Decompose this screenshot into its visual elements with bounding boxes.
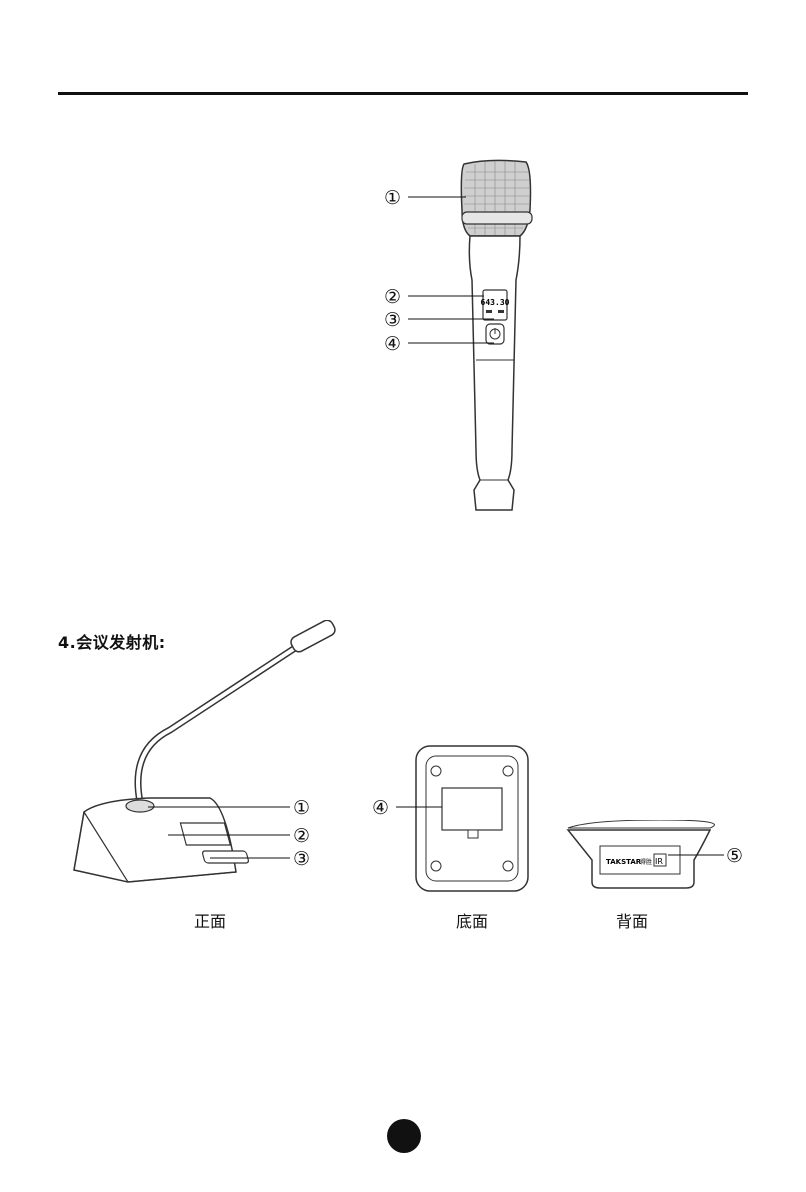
top-rule — [58, 92, 748, 95]
callout-front-1: ① — [293, 797, 310, 819]
page-number-badge — [387, 1119, 421, 1153]
caption-front: 正面 — [194, 908, 226, 932]
back-body — [568, 820, 714, 828]
brand-logo: TAKSTAR — [606, 858, 642, 866]
brand-logo-cn: 得胜 — [640, 858, 652, 866]
caption-back: 背面 — [616, 908, 648, 932]
battery-cover — [442, 788, 502, 830]
callout-bottom-4: ④ — [372, 797, 389, 819]
caption-bottom: 底面 — [456, 908, 488, 932]
callout-mic-3: ③ — [384, 309, 401, 331]
callout-back-5: ⑤ — [726, 845, 743, 867]
mic-socket — [126, 800, 154, 812]
conference-front-figure: ① ② ③ — [60, 620, 350, 900]
callout-front-3: ③ — [293, 848, 310, 870]
ir-label: IR — [655, 857, 663, 866]
gooseneck — [138, 648, 295, 802]
mic-body — [469, 236, 520, 510]
base-display — [180, 823, 230, 845]
conference-back-figure: TAKSTAR 得胜 IR ⑤ — [560, 820, 760, 900]
mic-capsule — [289, 620, 337, 654]
conference-bottom-figure: ④ — [370, 740, 550, 900]
mic-grille-ring — [462, 212, 532, 224]
handheld-mic-figure: 643.30 ① ② ③ ④ — [370, 150, 550, 520]
callout-mic-1: ① — [384, 187, 401, 209]
callout-mic-2: ② — [384, 286, 401, 308]
callout-mic-4: ④ — [384, 333, 401, 355]
mic-display-freq: 643.30 — [481, 298, 510, 307]
base-button — [202, 851, 249, 863]
callout-front-2: ② — [293, 825, 310, 847]
